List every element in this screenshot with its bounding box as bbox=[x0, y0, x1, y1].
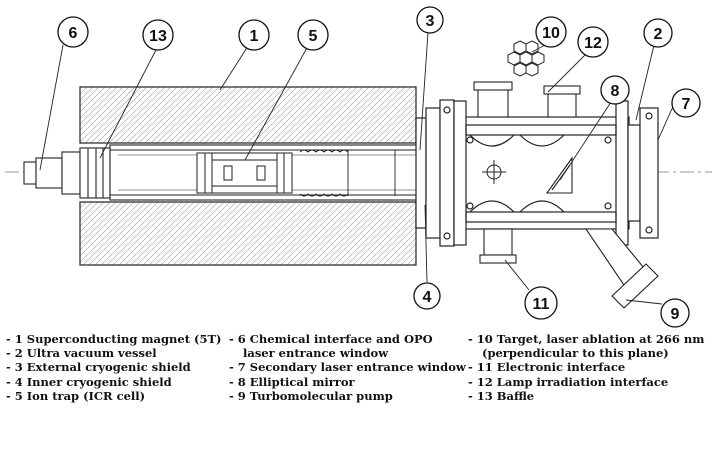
callout-9: 9 bbox=[660, 298, 690, 328]
legend-item-10: - 10 Target, laser ablation at 266 nm bbox=[468, 332, 705, 346]
svg-text:3: 3 bbox=[426, 13, 435, 30]
svg-text:1: 1 bbox=[250, 28, 259, 45]
legend-item-6: - 6 Chemical interface and OPO bbox=[229, 332, 433, 346]
legend-item-10-continued: (perpendicular to this plane) bbox=[482, 346, 669, 361]
callout-10: 10 bbox=[535, 16, 567, 48]
ablation-target bbox=[507, 40, 545, 77]
svg-text:13: 13 bbox=[149, 28, 167, 45]
svg-text:10: 10 bbox=[542, 25, 560, 42]
legend-item-11: - 11 Electronic interface bbox=[468, 360, 626, 375]
superconducting-magnet bbox=[79, 86, 417, 266]
cryogenic-shield-bellows bbox=[299, 149, 396, 197]
turbomolecular-pump-port bbox=[584, 228, 659, 309]
callout-11: 11 bbox=[524, 286, 558, 320]
legend-item-4: - 4 Inner cryogenic shield bbox=[6, 374, 172, 389]
component-legend: - 1 Superconducting magnet (5T) - 2 Ultr… bbox=[0, 332, 715, 450]
callout-3: 3 bbox=[416, 6, 444, 34]
legend-item-9: - 9 Turbomolecular pump bbox=[229, 388, 393, 403]
callout-leader-lines bbox=[39, 31, 676, 305]
callout-6: 6 bbox=[57, 16, 89, 48]
legend-item-5: - 5 Ion trap (ICR cell) bbox=[6, 388, 146, 403]
legend-item-12: - 12 Lamp irradiation interface bbox=[468, 374, 669, 389]
svg-text:9: 9 bbox=[671, 306, 680, 323]
chemical-interface bbox=[23, 147, 111, 199]
legend-column-3: - 10 Target, laser ablation at 266 nm (p… bbox=[468, 332, 704, 403]
callout-1: 1 bbox=[238, 19, 270, 51]
ion-trap-icr-cell bbox=[196, 152, 293, 194]
apparatus-diagram: 6 13 1 5 3 10 12 2 8 7 4 11 bbox=[5, 6, 712, 328]
electronic-interface-port bbox=[479, 228, 517, 264]
svg-text:2: 2 bbox=[654, 26, 663, 43]
legend-item-1: - 1 Superconducting magnet (5T) bbox=[6, 332, 222, 346]
legend-item-7: - 7 Secondary laser entrance window bbox=[229, 360, 466, 375]
callout-5: 5 bbox=[297, 19, 329, 51]
svg-text:4: 4 bbox=[423, 289, 432, 306]
callout-8: 8 bbox=[600, 75, 630, 105]
svg-text:11: 11 bbox=[533, 296, 550, 313]
callout-2: 2 bbox=[643, 18, 673, 48]
legend-item-3: - 3 External cryogenic shield bbox=[6, 360, 191, 375]
svg-text:12: 12 bbox=[584, 35, 602, 52]
secondary-laser-window-flange bbox=[627, 107, 659, 239]
svg-text:5: 5 bbox=[309, 28, 318, 45]
callout-13: 13 bbox=[142, 19, 174, 51]
legend-item-6-continued: laser entrance window bbox=[243, 346, 389, 361]
ultra-vacuum-vessel bbox=[453, 100, 630, 246]
legend-item-2: - 2 Ultra vacuum vessel bbox=[6, 346, 157, 361]
legend-item-8: - 8 Elliptical mirror bbox=[229, 374, 355, 389]
callout-12: 12 bbox=[577, 26, 609, 58]
legend-column-1: - 1 Superconducting magnet (5T) - 2 Ultr… bbox=[6, 332, 222, 403]
lamp-irradiation-interface bbox=[473, 81, 581, 118]
target-holder bbox=[482, 160, 506, 184]
svg-text:7: 7 bbox=[682, 96, 691, 113]
legend-item-13: - 13 Baffle bbox=[468, 388, 535, 403]
callout-4: 4 bbox=[413, 282, 441, 310]
svg-text:8: 8 bbox=[611, 83, 620, 100]
svg-text:6: 6 bbox=[69, 25, 78, 42]
legend-column-2: - 6 Chemical interface and OPO laser ent… bbox=[229, 332, 466, 403]
external-cryogenic-shield-flange bbox=[415, 99, 455, 247]
callout-7: 7 bbox=[671, 88, 701, 118]
